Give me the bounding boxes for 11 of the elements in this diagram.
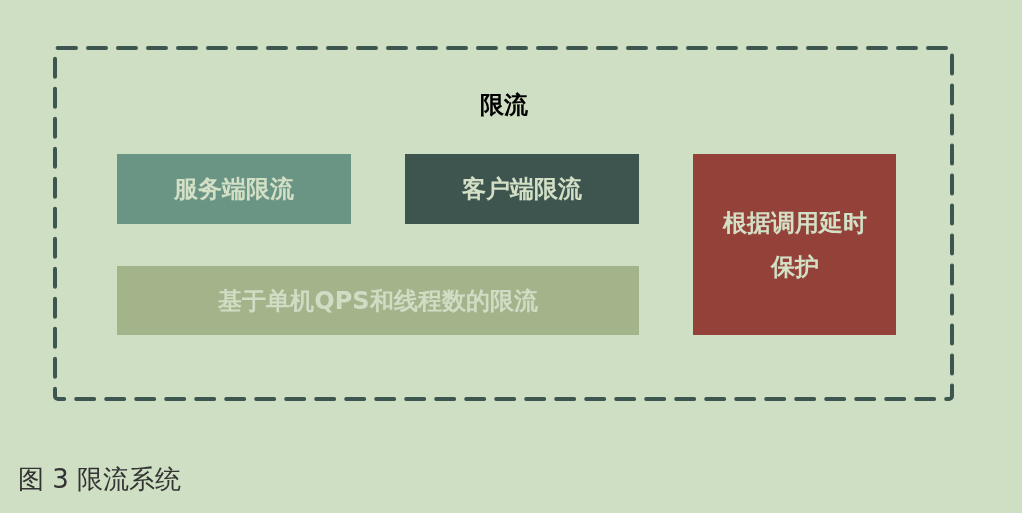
process-box [693, 154, 896, 335]
process-box [405, 154, 639, 224]
box-label: 根据调用延时保护 [721, 207, 868, 283]
figure-caption: 图 3 限流系统 [18, 463, 182, 496]
process-box [117, 266, 639, 335]
process-box [117, 154, 351, 224]
group-title: 限流 [478, 90, 529, 120]
box-label: 服务端限流 [174, 174, 294, 205]
dashed-group-frame [55, 48, 952, 399]
box-label: 基于单机QPS和线程数的限流 [218, 285, 538, 317]
box-label: 客户端限流 [462, 174, 582, 205]
